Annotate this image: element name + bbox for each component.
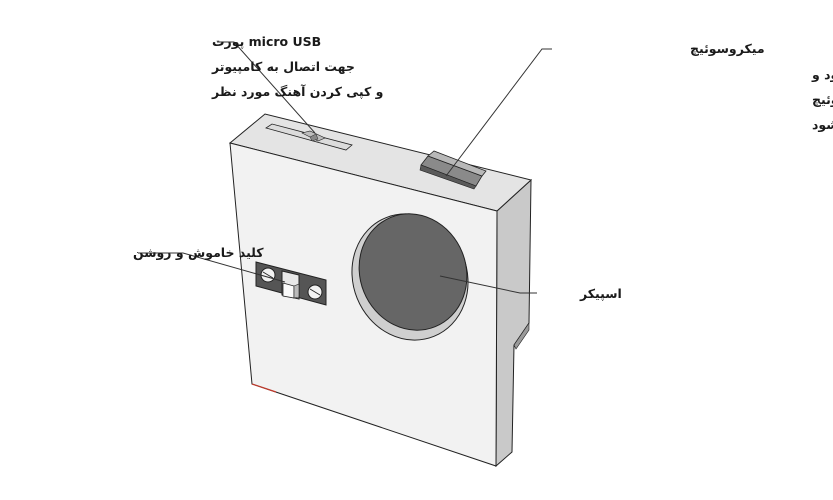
micro-switch-label-line2: وقتی درب جعبه باز باشد آهنگ اجرا می شود … — [811, 67, 833, 82]
usb-slot — [265, 123, 353, 151]
usb-leader-line — [217, 41, 316, 134]
usb-connector-tab — [309, 133, 319, 142]
power-switch-label: کلید خاموش و روشن — [133, 245, 264, 260]
speaker-label: اسپیکر — [579, 286, 622, 301]
micro-switch-leader-line — [445, 48, 552, 177]
box-bottom-edge-accent — [251, 383, 277, 393]
micro-switch-label-title: میکروسوئیچ — [690, 41, 765, 56]
speaker-cone — [358, 213, 468, 331]
micro-switch-lever-front — [419, 164, 477, 190]
power-switch-leader-line — [138, 252, 286, 283]
micro-switch-label-line3: وقتی درب جعبه بسته باشد روی میکروسوئیچ — [812, 92, 833, 107]
usb-label-line3: و کپی کردن آهنگ مورد نظر — [211, 84, 383, 99]
power-switch-slider — [282, 282, 295, 299]
box-side-face-notch — [513, 322, 530, 350]
speaker-leader-line — [439, 275, 537, 294]
micro-switch-lever-top — [427, 150, 487, 177]
usb-label-line2: جهت اتصال به کامپیوتر — [211, 59, 355, 74]
micro-switch-label-line4: فشار وارد کرده و آهنگ قطع می شود — [812, 117, 833, 132]
usb-label-title: micro USB پورت — [212, 34, 321, 49]
box-side-face — [495, 178, 532, 468]
